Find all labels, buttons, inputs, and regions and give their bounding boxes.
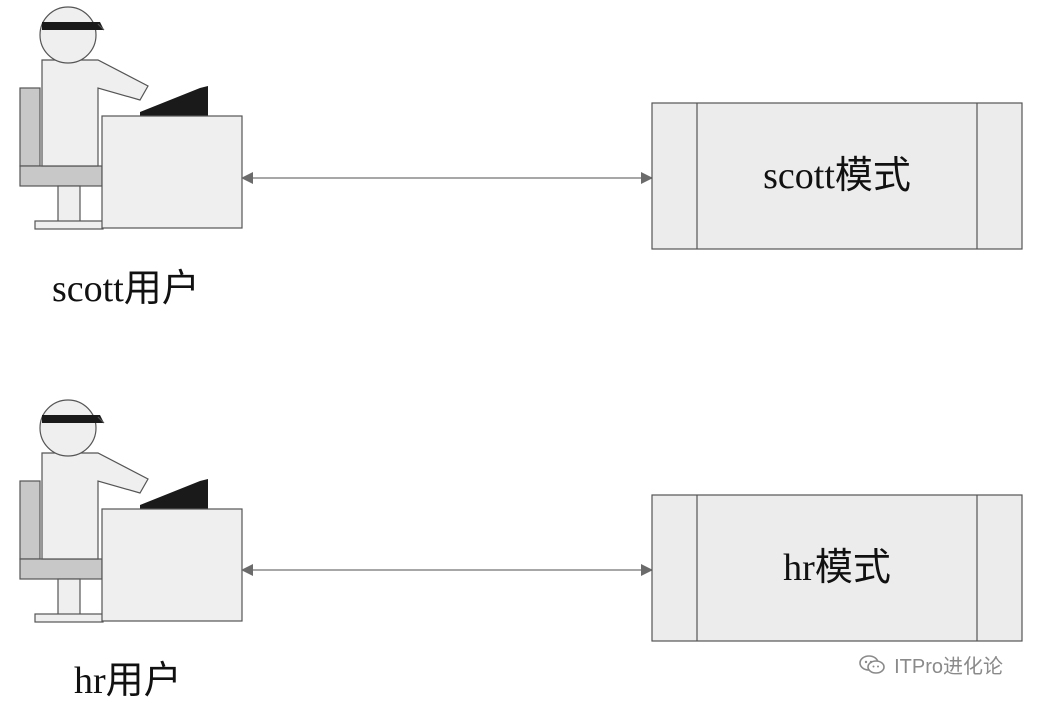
scott-schema-box bbox=[651, 102, 1023, 250]
hr-schema-label: hr模式 bbox=[783, 547, 891, 589]
scott-schema-label: scott模式 bbox=[763, 155, 911, 197]
watermark-text: ITPro进化论 bbox=[894, 656, 1003, 678]
hr-user-label: hr用户 bbox=[74, 660, 182, 702]
scott-user-workstation-icon bbox=[19, 6, 243, 230]
hr-schema-box bbox=[651, 494, 1023, 642]
hr-user-workstation-icon bbox=[19, 399, 243, 623]
wechat-icon bbox=[858, 654, 886, 676]
watermark: ITPro进化论 bbox=[858, 650, 1003, 679]
scott-user-label: scott用户 bbox=[52, 268, 200, 310]
